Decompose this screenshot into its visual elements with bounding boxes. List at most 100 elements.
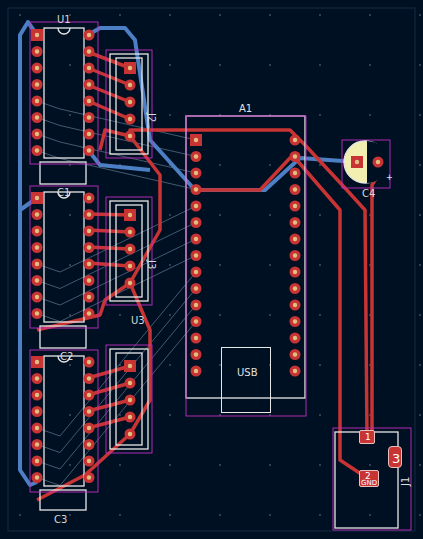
pad [191,349,202,360]
drill [128,66,132,70]
pad [84,357,95,368]
drill [293,237,297,241]
pad [84,209,95,220]
pad [32,259,43,270]
pad [125,378,136,389]
drill [194,187,198,191]
pad [191,168,202,179]
drill [87,115,91,119]
pad [84,406,95,417]
drill [128,364,132,368]
pad [125,80,136,91]
ratsnest-line [37,151,196,190]
drill [35,311,39,315]
pad [290,135,301,146]
pad [125,97,136,108]
drill [293,171,297,175]
pad-label: GND [361,480,377,487]
pad [191,300,202,311]
drill [194,286,198,290]
drill [87,278,91,282]
drill [87,49,91,53]
drill [194,253,198,257]
pad [290,250,301,261]
drill [293,154,297,158]
pad [84,145,95,156]
reference-label: A1 [239,104,252,114]
pad [84,112,95,123]
drill [194,303,198,307]
drill [35,262,39,266]
drill [293,319,297,323]
reference-label: U1 [57,15,71,25]
pad [84,193,95,204]
drill [128,381,132,385]
pad [84,456,95,467]
drill [293,204,297,208]
drill [128,415,132,419]
drill [35,360,39,364]
drill [87,99,91,103]
drill [35,82,39,86]
drill [87,475,91,479]
drill [35,229,39,233]
drill [35,66,39,70]
pad [191,217,202,228]
pad [32,112,43,123]
drill [35,49,39,53]
pad [191,316,202,327]
drill [87,442,91,446]
pad [125,395,136,406]
drill [35,409,39,413]
drill [35,475,39,479]
drill [293,336,297,340]
pad [31,192,43,204]
drill [128,117,132,121]
pad [31,356,43,368]
drill [35,99,39,103]
drill [293,352,297,356]
drill [35,245,39,249]
pad [84,275,95,286]
pad [84,226,95,237]
pad [290,300,301,311]
pad [84,96,95,107]
pad [290,283,301,294]
drill [194,352,198,356]
pad [125,261,136,272]
pad [32,226,43,237]
pad [32,79,43,90]
pad [373,157,384,168]
pad [32,456,43,467]
pad [84,423,95,434]
pad [84,129,95,140]
pad [124,62,136,74]
pad [84,292,95,303]
pad [32,390,43,401]
pad [290,234,301,245]
pad [84,308,95,319]
drill [128,230,132,234]
drill [194,369,198,373]
pad [32,209,43,220]
drill [87,393,91,397]
drill [128,398,132,402]
drill [87,132,91,136]
drill [35,132,39,136]
pad [191,151,202,162]
drill [293,187,297,191]
pad [290,151,301,162]
drill [293,138,297,142]
drill [87,409,91,413]
pad [290,184,301,195]
pad [32,292,43,303]
pad [290,366,301,377]
pad-label: 1 [365,433,371,442]
pad [290,217,301,228]
drill [194,270,198,274]
pad [84,63,95,74]
pad [84,242,95,253]
reference-label: C4 [362,189,375,199]
drill [128,213,132,217]
reference-label: C1 [57,188,70,198]
